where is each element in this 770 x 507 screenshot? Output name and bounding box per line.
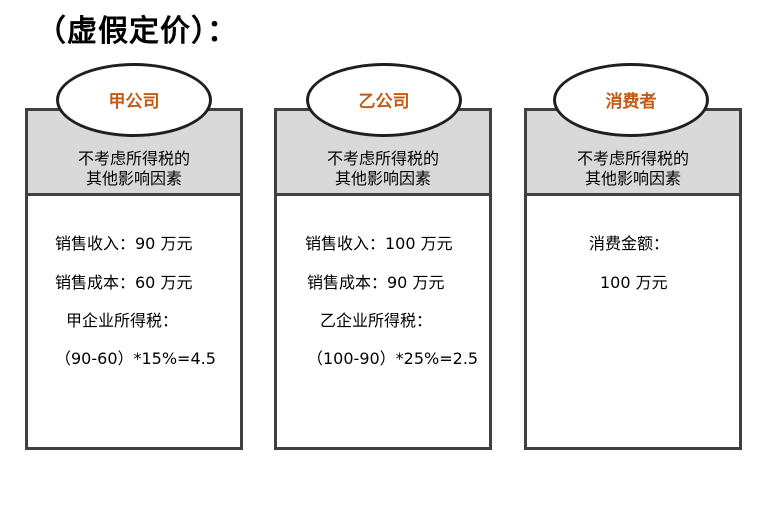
company-b-tax-label: 乙企业所得税：: [320, 311, 433, 330]
company-a-tax-formula: （90-60）*15%=4.5: [55, 349, 216, 368]
consumer-body: 消费金额： 100 万元: [527, 196, 739, 447]
company-b-cost: 销售成本：90 万元: [307, 273, 445, 292]
company-b-body: 销售收入：100 万元 销售成本：90 万元 乙企业所得税： （100-90）*…: [277, 196, 489, 447]
consumer-oval: 消费者: [553, 63, 709, 137]
page-title: （虚假定价）：: [36, 14, 238, 49]
company-b-label: 乙公司: [358, 92, 410, 112]
company-a-header-text: 不考虑所得税的 其他影响因素: [77, 149, 190, 188]
consumer-amount-label: 消费金额：: [589, 234, 670, 253]
company-a-revenue: 销售收入：90 万元: [55, 234, 193, 253]
consumer-header-text: 不考虑所得税的 其他影响因素: [576, 149, 689, 188]
company-b-tax-formula: （100-90）*25%=2.5: [307, 349, 479, 368]
company-a-tax-label: 甲企业所得税：: [66, 311, 179, 330]
consumer-amount-value: 100 万元: [600, 273, 668, 292]
company-a-label: 甲公司: [108, 92, 160, 112]
company-b-card: 不考虑所得税的 其他影响因素 销售收入：100 万元 销售成本：90 万元 乙企…: [274, 108, 492, 450]
company-b-header-text: 不考虑所得税的 其他影响因素: [326, 149, 439, 188]
consumer-label: 消费者: [605, 92, 657, 112]
company-a-card: 不考虑所得税的 其他影响因素 销售收入：90 万元 销售成本：60 万元 甲企业…: [25, 108, 243, 450]
company-a-oval: 甲公司: [56, 63, 212, 137]
company-a-cost: 销售成本：60 万元: [55, 273, 193, 292]
company-b-revenue: 销售收入：100 万元: [305, 234, 453, 253]
consumer-card: 不考虑所得税的 其他影响因素 消费金额： 100 万元: [524, 108, 742, 450]
company-a-body: 销售收入：90 万元 销售成本：60 万元 甲企业所得税： （90-60）*15…: [28, 196, 240, 447]
company-b-oval: 乙公司: [306, 63, 462, 137]
